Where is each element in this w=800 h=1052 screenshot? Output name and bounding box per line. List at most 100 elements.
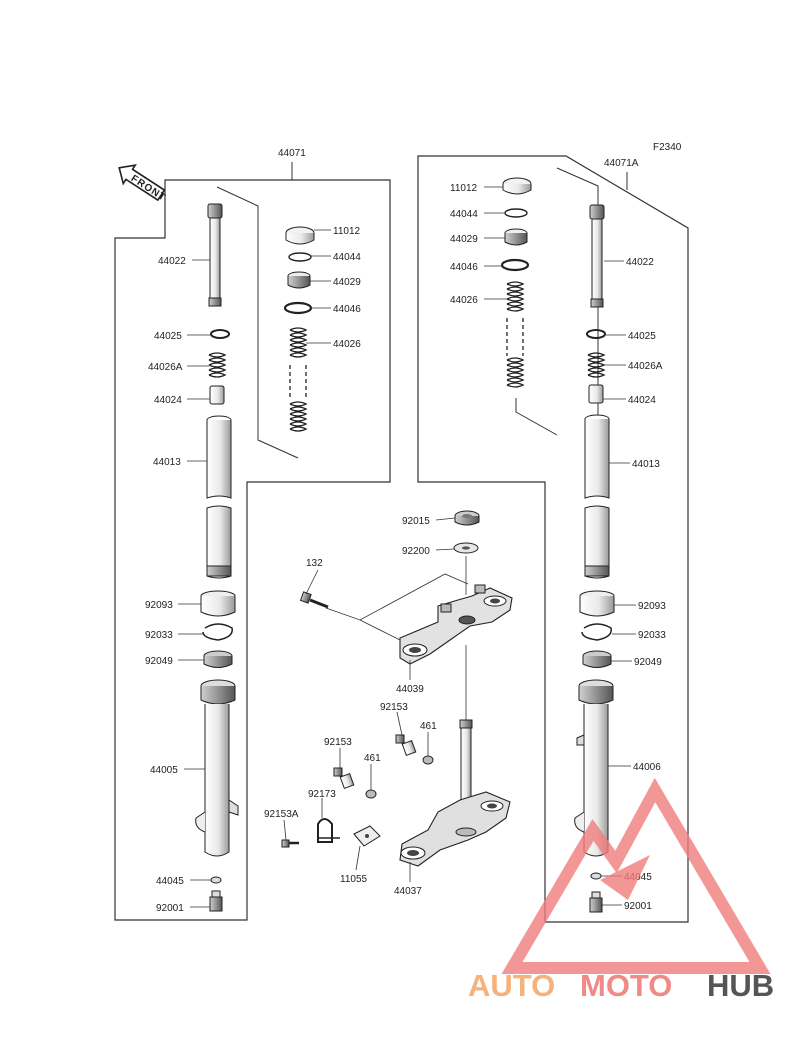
label-92173: 92173 <box>308 789 336 800</box>
center-washer-2 <box>365 789 377 799</box>
label-44044-right: 44044 <box>450 209 478 220</box>
right-outer-tube <box>574 679 614 857</box>
left-washer <box>210 876 222 884</box>
label-44006-right: 44006 <box>633 762 661 773</box>
left-collar <box>287 271 311 289</box>
right-assembly-outline <box>417 155 689 923</box>
right-piece <box>588 384 604 404</box>
front-arrow-icon: FRONT <box>118 164 168 204</box>
right-collar <box>504 228 528 246</box>
label-92033-left: 92033 <box>145 630 173 641</box>
label-44026a-right: 44026A <box>628 361 663 372</box>
right-oil-seal <box>582 650 612 668</box>
left-oil-seal <box>203 650 233 668</box>
label-44024-right: 44024 <box>628 395 656 406</box>
label-92015: 92015 <box>402 516 430 527</box>
label-92033-right: 92033 <box>638 630 666 641</box>
right-leaders <box>484 186 636 906</box>
label-44026a-left: 44026A <box>148 362 183 373</box>
right-inner-tube <box>584 414 610 579</box>
label-44026-left: 44026 <box>333 339 361 350</box>
label-44039: 44039 <box>396 684 424 695</box>
left-bushing <box>200 590 236 617</box>
center-bolt-1 <box>395 734 417 756</box>
left-cap <box>285 226 315 245</box>
bracket-plate <box>353 825 381 847</box>
label-44044-left: 44044 <box>333 252 361 263</box>
label-11012-right: 11012 <box>450 183 478 194</box>
left-main-spring <box>289 327 308 432</box>
steering-washer <box>453 542 479 554</box>
left-ring <box>210 329 230 339</box>
label-461-b: 461 <box>364 753 381 764</box>
right-bolt <box>589 891 603 913</box>
label-92001-right: 92001 <box>624 901 652 912</box>
label-92001-left: 92001 <box>156 903 184 914</box>
small-bolt <box>281 839 299 848</box>
left-piece <box>209 385 225 405</box>
watermark-text: AUTO MOTO HUB <box>468 968 774 1003</box>
left-snap-ring <box>202 623 233 641</box>
right-snap-ring <box>581 623 612 641</box>
watermark-logo-icon <box>501 777 771 974</box>
left-damper-rod <box>207 203 223 307</box>
label-461-a: 461 <box>420 721 437 732</box>
label-44013-left: 44013 <box>153 457 181 468</box>
right-bushing <box>579 590 615 617</box>
diagram-code: F2340 <box>653 142 682 153</box>
label-44046-right: 44046 <box>450 262 478 273</box>
label-44025-left: 44025 <box>154 331 182 342</box>
label-11012-left: 11012 <box>333 226 361 237</box>
label-44045-left: 44045 <box>156 876 184 887</box>
left-short-spring <box>208 352 227 378</box>
left-inner-tube <box>206 415 232 579</box>
left-labels: 11012 44044 44029 44046 44026 44022 4402… <box>145 226 361 914</box>
label-92093-right: 92093 <box>638 601 666 612</box>
left-assembly-label: 44071 <box>278 148 306 159</box>
label-44029-right: 44029 <box>450 234 478 245</box>
left-leaders <box>178 229 331 908</box>
right-ring <box>586 329 606 339</box>
label-92153-b: 92153 <box>324 737 352 748</box>
left-assembly-outline <box>114 179 391 921</box>
label-44046-left: 44046 <box>333 304 361 315</box>
right-cap <box>502 177 532 195</box>
right-oring <box>500 258 530 272</box>
right-short-spring <box>587 352 606 378</box>
center-washer-1 <box>422 755 434 765</box>
label-92049-right: 92049 <box>634 657 662 668</box>
label-44005-left: 44005 <box>150 765 178 776</box>
right-main-spring <box>506 281 525 388</box>
hose-clamp <box>317 818 340 843</box>
label-92153-a: 92153 <box>380 702 408 713</box>
left-circlip <box>288 252 312 262</box>
label-44029-left: 44029 <box>333 277 361 288</box>
center-leaders <box>283 517 456 882</box>
label-44022-left: 44022 <box>158 256 186 267</box>
watermark-auto: AUTO <box>468 968 555 1003</box>
label-44024-left: 44024 <box>154 395 182 406</box>
pinch-bolt <box>299 591 329 609</box>
label-44013-right: 44013 <box>632 459 660 470</box>
right-washer <box>590 872 602 880</box>
right-circlip <box>504 208 528 218</box>
label-92093-left: 92093 <box>145 600 173 611</box>
label-44022-right: 44022 <box>626 257 654 268</box>
left-bolt <box>209 890 223 912</box>
watermark-moto: MOTO <box>580 968 672 1003</box>
label-11055: 11055 <box>340 874 368 885</box>
label-92200: 92200 <box>402 546 430 557</box>
label-92049-left: 92049 <box>145 656 173 667</box>
upper-bracket <box>399 584 513 665</box>
lower-bracket <box>399 791 511 867</box>
label-132: 132 <box>306 558 323 569</box>
center-labels: 92015 92200 132 44039 92153 461 92153 46… <box>264 516 437 897</box>
right-assembly-label: 44071A <box>604 158 639 169</box>
bolt-leader <box>325 573 469 621</box>
label-44026-right: 44026 <box>450 295 478 306</box>
label-44037: 44037 <box>394 886 422 897</box>
steering-nut <box>454 510 480 526</box>
watermark-hub: HUB <box>707 968 774 1003</box>
